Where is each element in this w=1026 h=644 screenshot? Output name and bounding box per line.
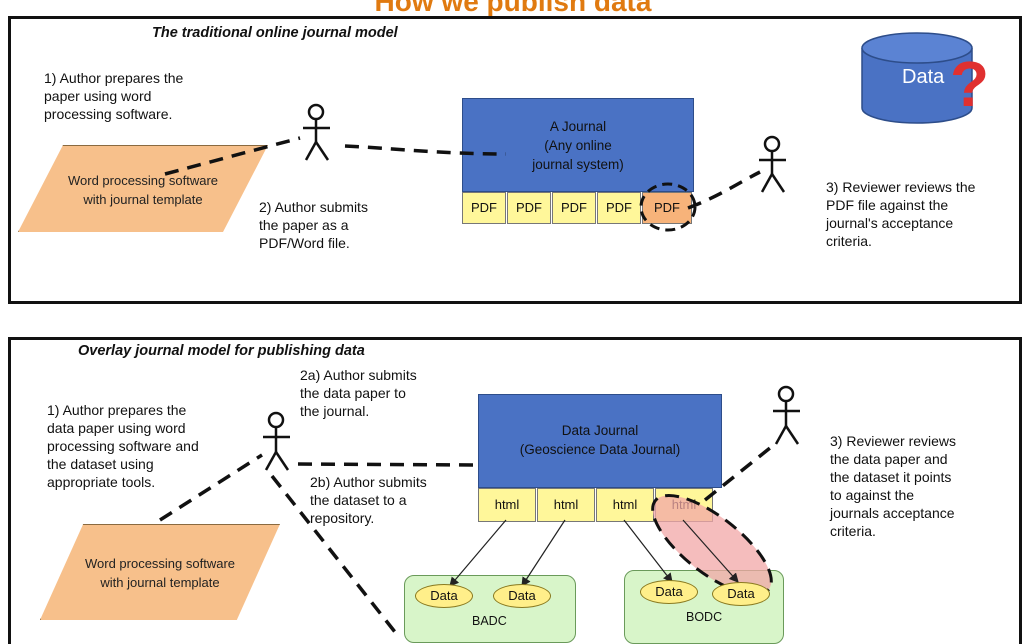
traditional-model-title: The traditional online journal model — [152, 25, 398, 41]
repository-label-bodc: BODC — [686, 610, 723, 624]
data-journal-box: Data Journal (Geoscience Data Journal) — [478, 394, 722, 488]
step2b-text: 2b) Author submits the dataset to a repo… — [310, 474, 427, 526]
journal-label: A Journal (Any online journal system) — [532, 119, 624, 172]
data-software-label: Word processing software with journal te… — [84, 556, 236, 590]
page-title: How we publish data — [374, 0, 652, 17]
database-label: Data — [902, 66, 945, 88]
dataset-item: Data — [712, 582, 770, 606]
html-tab: html — [537, 488, 595, 522]
pdf-tab-reviewed: PDF — [642, 192, 692, 224]
dataset-item: Data — [640, 580, 698, 604]
data-step3-text: 3) Reviewer reviews the data paper and t… — [830, 433, 957, 539]
dataset-item: Data — [493, 584, 551, 608]
software-label: Word processing software with journal te… — [67, 173, 219, 207]
pdf-tab: PDF — [462, 192, 506, 224]
html-tab: html — [478, 488, 536, 522]
repository-bodc — [624, 570, 784, 644]
step1-text: 1) Author prepares the paper using word … — [44, 70, 184, 122]
overlay-model-title: Overlay journal model for publishing dat… — [78, 343, 365, 359]
repository-label-badc: BADC — [472, 614, 507, 628]
question-mark-icon: ? — [950, 48, 990, 120]
data-step1-text: 1) Author prepares the data paper using … — [47, 402, 199, 490]
pdf-tab: PDF — [507, 192, 551, 224]
dataset-item: Data — [415, 584, 473, 608]
data-journal-label: Data Journal (Geoscience Data Journal) — [519, 423, 681, 457]
pdf-tab: PDF — [552, 192, 596, 224]
html-tab: html — [655, 488, 713, 522]
data-word-processing-software: Word processing software with journal te… — [40, 524, 280, 620]
step2-text: 2) Author submits the paper as a PDF/Wor… — [259, 199, 368, 251]
word-processing-software: Word processing software with journal te… — [18, 145, 268, 232]
journal-box: A Journal (Any online journal system) — [462, 98, 694, 192]
step2a-text: 2a) Author submits the data paper to the… — [300, 367, 417, 419]
pdf-tab: PDF — [597, 192, 641, 224]
html-tab: html — [596, 488, 654, 522]
step3-text: 3) Reviewer reviews the PDF file against… — [826, 179, 976, 249]
